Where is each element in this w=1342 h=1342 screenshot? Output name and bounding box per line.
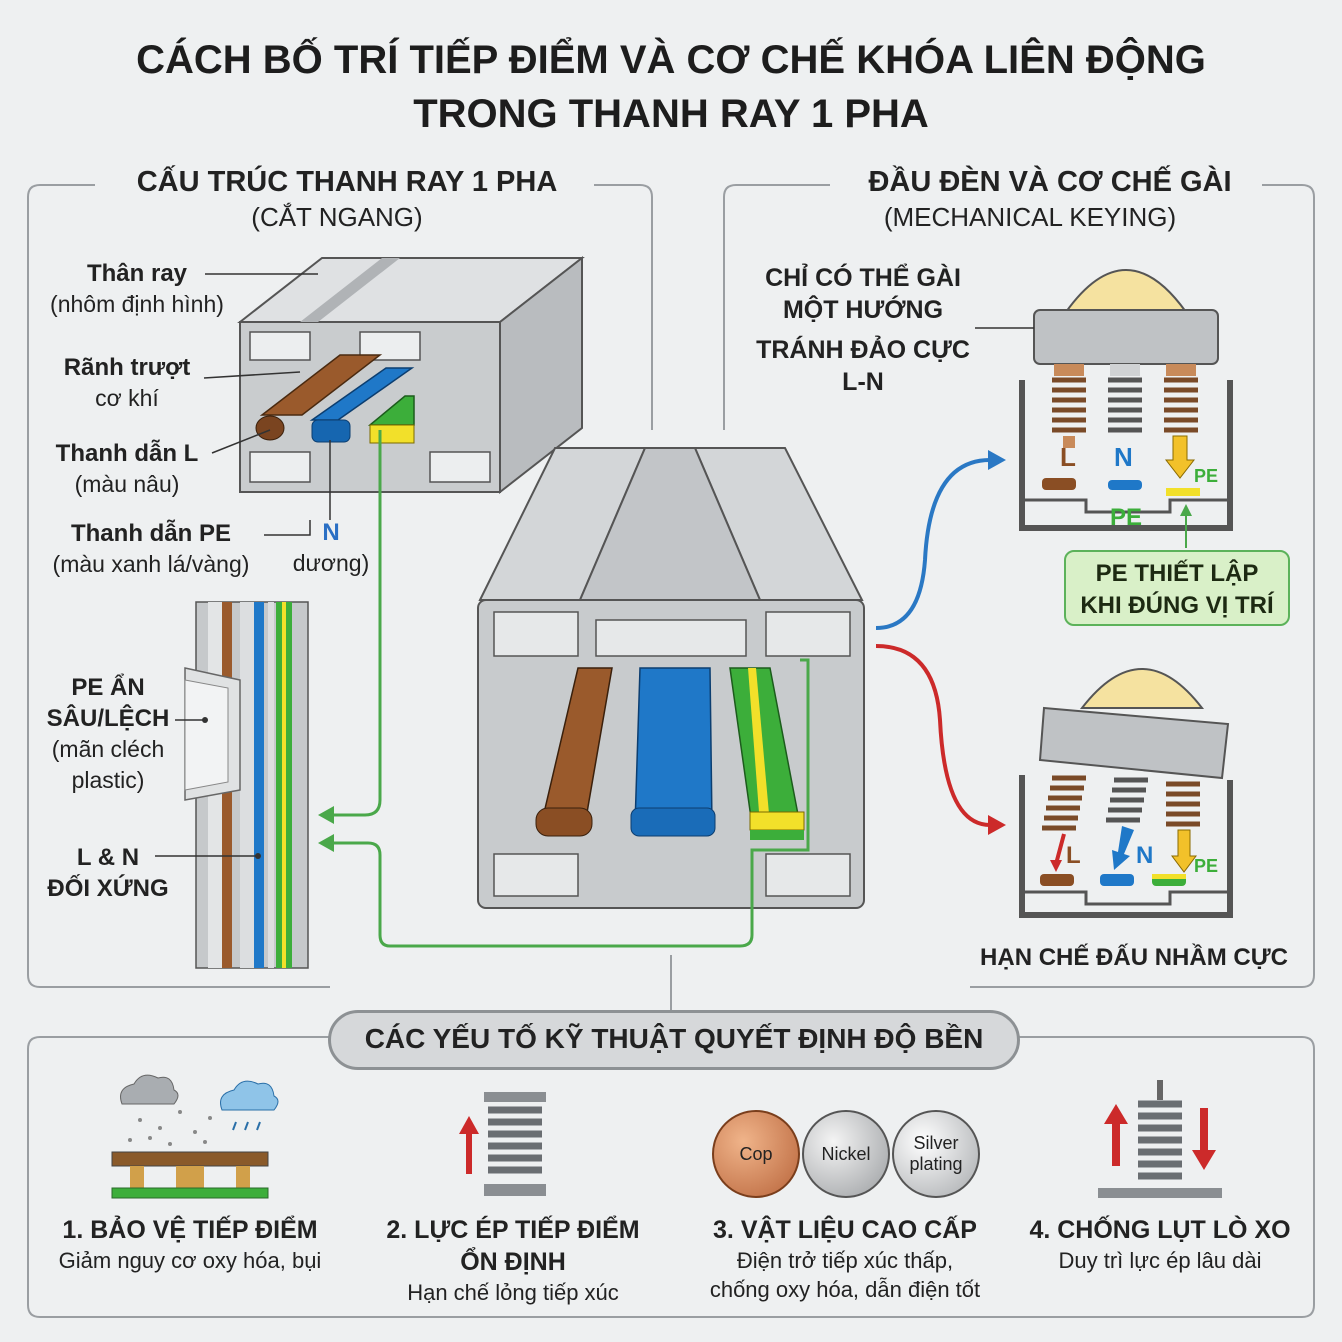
right-section-frame (723, 184, 830, 430)
feature-3: 3. VẬT LIỆU CAO CẤP Điện trở tiếp xúc th… (709, 1216, 981, 1302)
bottom-section-title: CÁC YẾU TỐ KỸ THUẬT QUYẾT ĐỊNH ĐỘ BỀN (328, 1010, 1020, 1070)
left-section-frame (27, 184, 330, 988)
feature-4: 4. CHỐNG LỤT LÒ XO Duy trì lực ép lâu dà… (1029, 1216, 1291, 1273)
label-l-n-doi-xung: L & N ĐỐI XỨNG (47, 844, 169, 902)
label-ranh-truot: Rãnh trượt cơ khí (63, 354, 191, 411)
keying-note: CHỈ CÓ THỂ GÀI MỘT HƯỚNG TRÁNH ĐẢO CỰC L… (756, 264, 970, 396)
nickel-coin: Nickel (802, 1110, 890, 1198)
top-label-n: N (1114, 442, 1133, 472)
label-than-ray: Thân ray (nhôm định hình) (50, 260, 224, 317)
rail-side-view (184, 601, 309, 969)
label-thanh-dan-pe: Thanh dẫn PE (màu xanh lá/vàng) (52, 520, 250, 577)
bottom-section-frame (27, 1036, 1315, 1318)
left-section-title: CẤU TRÚC THANH RAY 1 PHA (100, 166, 594, 199)
bottom-label-l: L (1066, 842, 1081, 869)
lamp-head-correct (1019, 269, 1233, 548)
right-section-frame-right (970, 184, 1315, 988)
feature-2: 2. LỰC ÉP TIẾP ĐIỂM ỔN ĐỊNH Hạn chế lỏng… (386, 1216, 640, 1305)
spring-n (1108, 364, 1142, 433)
top-label-l: L (1060, 442, 1076, 472)
feature-1: 1. BẢO VỆ TIẾP ĐIỂM Giảm nguy cơ oxy hóa… (58, 1216, 322, 1273)
right-section-title: ĐẦU ĐÈN VÀ CƠ CHẾ GÀI (838, 166, 1262, 199)
protection-icon (111, 1074, 279, 1199)
page-title-line2: TRONG THANH RAY 1 PHA (413, 92, 929, 136)
top-label-pe-bottom: PE (1110, 504, 1143, 531)
page-title-line1: CÁCH BỐ TRÍ TIẾP ĐIỂM VÀ CƠ CHẾ KHÓA LIÊ… (136, 38, 1206, 82)
label-n: N dương) (292, 519, 370, 576)
bottom-label-n: N (1136, 842, 1154, 869)
label-pe-an: PE ẨN SÂU/LỆCH (mãn cléch plastic) (46, 674, 170, 793)
bottom-label-pe-small: PE (1194, 856, 1219, 876)
left-section-frame-top-right (580, 184, 653, 430)
small-rail-cross-section (237, 255, 585, 495)
large-rail-cross-section (477, 447, 865, 909)
spring-l (1052, 364, 1086, 448)
copper-coin: Cop (712, 1110, 800, 1198)
spring-force-icon (459, 1092, 546, 1196)
left-section-subtitle: (CẮT NGANG) (251, 202, 423, 232)
lamp-head-blocked (1019, 668, 1233, 918)
spring-pe (1164, 364, 1198, 479)
label-thanh-dan-l: Thanh dẫn L (màu nâu) (55, 440, 199, 497)
pe-callout: PE THIẾT LẬP KHI ĐÚNG VỊ TRÍ (1064, 550, 1290, 626)
silver-coin: Silver plating (892, 1110, 980, 1198)
top-label-pe-small: PE (1194, 466, 1219, 486)
spring-fatigue-icon (1098, 1080, 1222, 1198)
bottom-caption: HẠN CHẾ ĐẤU NHẦM CỰC (980, 944, 1288, 971)
right-section-subtitle: (MECHANICAL KEYING) (883, 202, 1177, 232)
